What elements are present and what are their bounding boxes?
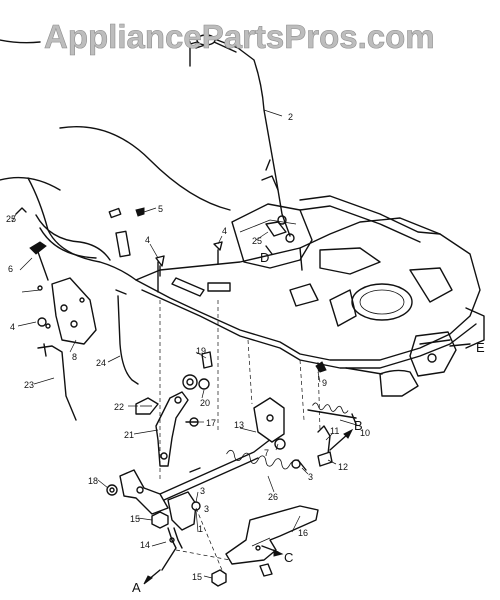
callout-1: 1: [198, 524, 203, 534]
callout-3-middle: 3: [200, 486, 205, 496]
callout-4-upper: 4: [222, 226, 227, 236]
callout-15-bottom: 15: [192, 572, 202, 582]
callout-17: 17: [206, 418, 216, 428]
callout-12: 12: [338, 462, 348, 472]
reference-letters: A B C D E: [132, 250, 485, 595]
callout-25-right: 25: [252, 236, 262, 246]
callout-14: 14: [140, 540, 150, 550]
callout-6: 6: [8, 264, 13, 274]
letter-b: B: [354, 418, 363, 433]
callout-3-lower: 3: [204, 504, 209, 514]
letter-c: C: [284, 550, 293, 565]
callout-19: 19: [196, 346, 206, 356]
left-linkage: [15, 207, 139, 421]
callout-3-right: 3: [308, 472, 313, 482]
callout-4-left: 4: [10, 322, 15, 332]
callout-16: 16: [298, 528, 308, 538]
mower-frame: [0, 39, 485, 397]
leader-lines: [11, 109, 361, 579]
callout-7: 7: [264, 448, 269, 458]
direction-arrows: [143, 245, 471, 585]
callout-25-left: 25: [6, 214, 16, 224]
bolts-upper: [135, 207, 287, 277]
callout-10: 10: [360, 428, 370, 438]
callout-22: 22: [114, 402, 124, 412]
callout-15-left: 15: [130, 514, 140, 524]
callout-5: 5: [158, 204, 163, 214]
letter-d: D: [260, 250, 269, 265]
callout-13: 13: [234, 420, 244, 430]
callout-11: 11: [330, 426, 339, 436]
alignment-lines: [159, 300, 321, 571]
callout-23: 23: [24, 380, 34, 390]
callout-20: 20: [200, 398, 210, 408]
letter-e: E: [476, 340, 485, 355]
callout-4-middle: 4: [145, 235, 150, 245]
brake-linkage: [106, 351, 357, 587]
callout-24: 24: [96, 358, 106, 368]
callout-26: 26: [268, 492, 278, 502]
callout-18: 18: [88, 476, 98, 486]
letter-a: A: [132, 580, 141, 595]
callout-2: 2: [288, 112, 293, 122]
shift-rod: [189, 34, 295, 243]
callout-21: 21: [124, 430, 134, 440]
callout-9: 9: [322, 378, 327, 388]
watermark-text: AppliancePartsPros.com: [44, 18, 435, 55]
callout-labels: 2 5 4 4 25 25 6 4 8 23 24 19 20 22 21 17…: [6, 112, 370, 582]
callout-8: 8: [72, 352, 77, 362]
